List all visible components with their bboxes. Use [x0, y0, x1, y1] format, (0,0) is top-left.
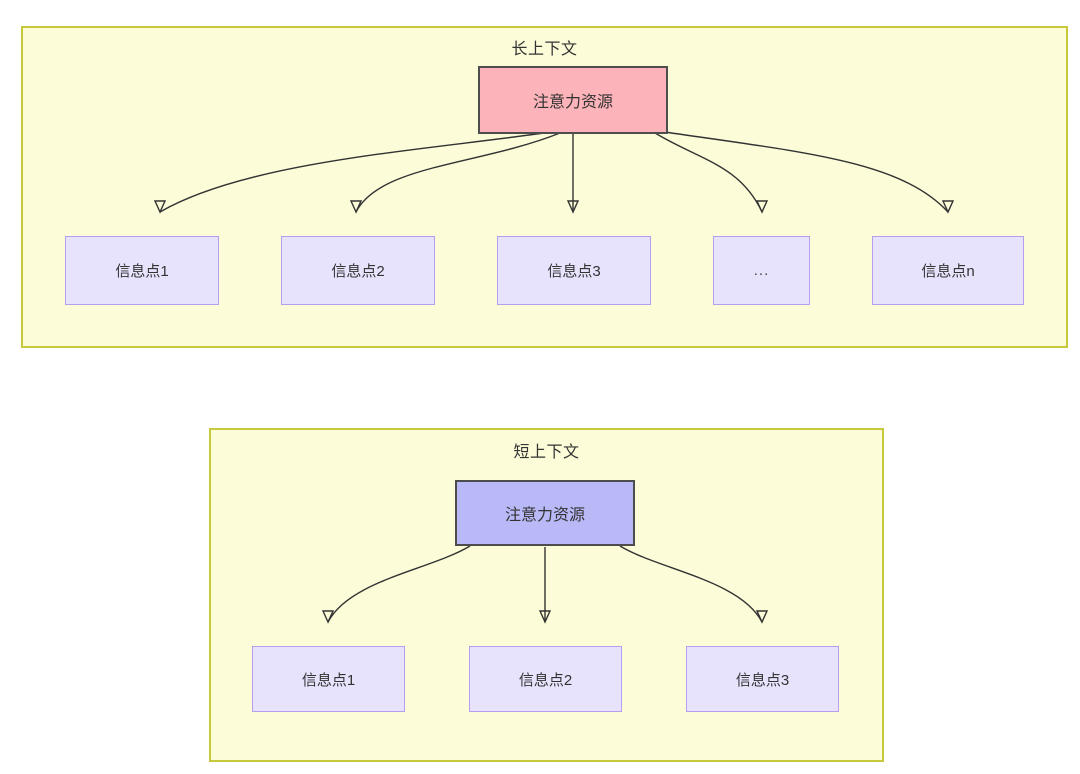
panel-long-context-title: 长上下文	[511, 41, 578, 58]
node-long-context-leaf-1[interactable]: 信息点1	[65, 236, 219, 305]
node-short-context-root-label: 注意力资源	[504, 507, 585, 524]
node-short-context-leaf-2[interactable]: 信息点2	[469, 646, 622, 712]
node-long-context-leaf-4-label: ...	[753, 262, 770, 279]
node-long-context-root-label: 注意力资源	[532, 94, 613, 111]
node-short-context-leaf-2-label: 信息点2	[518, 671, 573, 689]
panel-short-context-title: 短上下文	[513, 444, 580, 461]
node-short-context-leaf-3-label: 信息点3	[735, 671, 790, 689]
node-short-context-leaf-3[interactable]: 信息点3	[686, 646, 839, 712]
node-long-context-leaf-5[interactable]: 信息点n	[872, 236, 1024, 305]
node-long-context-leaf-2-label: 信息点2	[331, 263, 385, 280]
node-short-context-root[interactable]: 注意力资源	[455, 480, 635, 546]
node-long-context-leaf-2[interactable]: 信息点2	[281, 236, 435, 305]
node-long-context-leaf-1-label: 信息点1	[115, 263, 169, 280]
node-long-context-root[interactable]: 注意力资源	[478, 66, 668, 134]
node-long-context-leaf-3[interactable]: 信息点3	[497, 236, 651, 305]
node-long-context-leaf-3-label: 信息点3	[547, 263, 601, 280]
node-short-context-leaf-1-label: 信息点1	[301, 671, 356, 689]
node-short-context-leaf-1[interactable]: 信息点1	[252, 646, 405, 712]
node-long-context-leaf-4[interactable]: ...	[713, 236, 810, 305]
node-long-context-leaf-5-label: 信息点n	[921, 263, 975, 280]
